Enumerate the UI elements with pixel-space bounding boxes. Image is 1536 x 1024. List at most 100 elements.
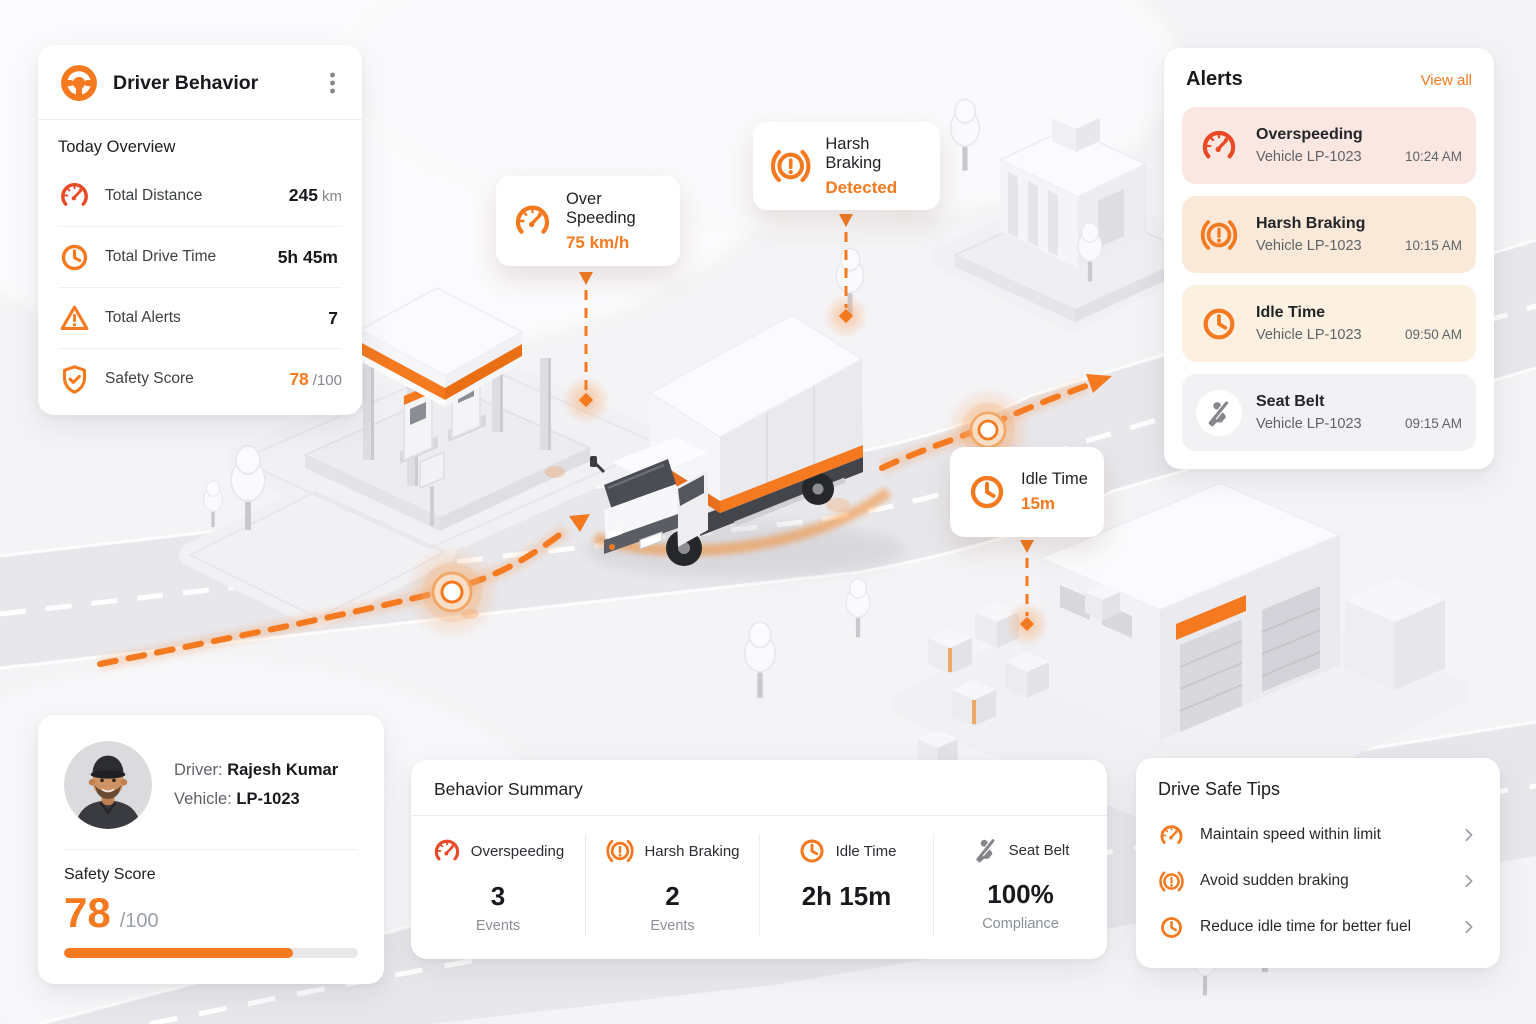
summary-label: Overspeeding xyxy=(470,842,565,860)
stat-row-safety-score: Safety Score 78/100 xyxy=(58,348,342,409)
drive-safe-tips-card: Drive Safe Tips Maintain speed within li… xyxy=(1136,758,1500,968)
clock-icon xyxy=(1199,304,1239,344)
summary-sub: Events xyxy=(475,918,521,934)
brake-warning-icon xyxy=(605,836,635,866)
summary-value: 3 xyxy=(490,881,506,911)
brake-warning-icon xyxy=(1158,868,1185,895)
warning-triangle-icon xyxy=(58,302,91,335)
alert-item-overspeeding[interactable]: Overspeeding Vehicle LP-1023 10:24 AM xyxy=(1182,107,1476,184)
alert-text: Seat Belt Vehicle LP-1023 09:15 AM xyxy=(1256,393,1462,432)
alert-time: 10:24 AM xyxy=(1404,149,1462,164)
stat-label: Safety Score xyxy=(105,370,194,387)
speedometer-icon xyxy=(58,179,91,212)
alert-vehicle: Vehicle LP-1023 xyxy=(1256,327,1362,343)
alert-time: 09:50 AM xyxy=(1404,327,1462,342)
alerts-header: Alerts View all xyxy=(1182,68,1476,91)
driver-name: Rajesh Kumar xyxy=(227,761,339,779)
safety-score-label: Safety Score xyxy=(64,866,156,883)
alert-title: Idle Time xyxy=(1256,304,1326,321)
alerts-title: Alerts xyxy=(1186,68,1243,90)
alert-title: Seat Belt xyxy=(1256,393,1325,410)
speedometer-icon xyxy=(432,836,462,866)
summary-col-idle-time: Idle Time 2h 15m xyxy=(759,834,933,937)
overspeeding-callout: Over Speeding 75 km/h xyxy=(496,176,680,266)
alert-item-harsh-braking[interactable]: Harsh Braking Vehicle LP-1023 10:15 AM xyxy=(1182,196,1476,273)
driver-card: Driver: Rajesh Kumar Vehicle: LP-1023 Sa… xyxy=(38,715,384,984)
driver-info: Driver: Rajesh Kumar Vehicle: LP-1023 xyxy=(64,741,358,829)
alert-time: 10:15 AM xyxy=(1404,238,1462,253)
alert-icon-wrap xyxy=(1196,389,1242,436)
summary-value: 2 xyxy=(665,881,680,911)
alert-text: Idle Time Vehicle LP-1023 09:50 AM xyxy=(1256,304,1462,343)
callout-title: Over Speeding xyxy=(565,189,636,227)
vehicle-id: LP-1023 xyxy=(236,790,300,808)
stat-label: Total Distance xyxy=(105,186,203,204)
stat-row-total-drive-time: Total Drive Time 5h 45m xyxy=(58,226,342,287)
stat-row-total-alerts: Total Alerts 7 xyxy=(58,287,342,348)
stat-value: 7 xyxy=(328,307,338,328)
speedometer-icon xyxy=(1158,822,1185,849)
callout-value: 15m xyxy=(1021,494,1056,513)
tip-label: Maintain speed within limit xyxy=(1200,826,1381,843)
summary-title: Behavior Summary xyxy=(434,779,583,799)
driver-name-line: Driver: Rajesh Kumar xyxy=(174,761,339,779)
stat-label: Total Alerts xyxy=(105,309,181,326)
summary-grid: Overspeeding 3 Events Harsh Braking 2 Ev… xyxy=(411,834,1107,937)
section-title: Today Overview xyxy=(58,138,176,156)
road-sign xyxy=(419,450,445,526)
seat-belt-icon xyxy=(972,836,1000,864)
divider xyxy=(38,119,362,120)
alerts-panel: Alerts View all Overspeeding Vehicle LP-… xyxy=(1164,48,1494,469)
speedometer-icon xyxy=(1199,126,1239,166)
clock-icon xyxy=(58,241,91,274)
alert-title: Harsh Braking xyxy=(1256,215,1366,232)
tip-label: Reduce idle time for better fuel xyxy=(1200,918,1412,935)
clock-icon xyxy=(797,836,827,866)
shield-check-icon xyxy=(58,363,91,396)
safety-score-progress xyxy=(64,948,358,958)
divider xyxy=(411,815,1107,816)
alert-vehicle: Vehicle LP-1023 xyxy=(1256,416,1362,432)
callout-text: Harsh Braking Detected xyxy=(825,135,924,198)
office-building xyxy=(954,107,1196,322)
summary-value: 100% xyxy=(987,879,1054,909)
tip-row-avoid-braking[interactable]: Avoid sudden braking xyxy=(1158,858,1478,904)
tip-row-maintain-speed[interactable]: Maintain speed within limit xyxy=(1158,812,1478,858)
kebab-menu-icon[interactable] xyxy=(320,71,344,95)
summary-label: Seat Belt xyxy=(1008,841,1070,859)
safety-score-max: /100 xyxy=(119,910,159,932)
safety-score-progress-fill xyxy=(64,948,294,958)
divider xyxy=(64,849,358,850)
brake-warning-icon xyxy=(769,143,812,189)
callout-value: Detected xyxy=(825,177,898,197)
view-all-link[interactable]: View all xyxy=(1420,72,1472,89)
warehouse xyxy=(1037,481,1445,740)
steering-wheel-icon xyxy=(58,62,100,104)
alert-item-idle-time[interactable]: Idle Time Vehicle LP-1023 09:50 AM xyxy=(1182,285,1476,362)
tip-row-reduce-idle[interactable]: Reduce idle time for better fuel xyxy=(1158,904,1478,950)
vehicle-line: Vehicle: LP-1023 xyxy=(174,790,300,808)
alert-item-seat-belt[interactable]: Seat Belt Vehicle LP-1023 09:15 AM xyxy=(1182,374,1476,451)
summary-label: Harsh Braking xyxy=(644,842,740,860)
summary-value: 2h 15m xyxy=(801,881,892,911)
chevron-right-icon xyxy=(1460,826,1478,844)
stat-value: 5h 45m xyxy=(277,246,338,267)
callout-value: 75 km/h xyxy=(565,232,630,252)
callout-title: Idle Time xyxy=(1021,470,1088,488)
alert-icon-wrap xyxy=(1196,301,1242,347)
cargo-boxes xyxy=(918,584,1121,772)
tips-title: Drive Safe Tips xyxy=(1158,779,1281,799)
driver-behavior-card: Driver Behavior Today Overview Total Dis… xyxy=(38,45,362,415)
summary-sub: Events xyxy=(650,918,695,934)
route-path xyxy=(97,374,1112,671)
brake-warning-icon xyxy=(1199,215,1239,255)
callout-text: Over Speeding 75 km/h xyxy=(566,190,664,253)
alert-time: 09:15 AM xyxy=(1404,416,1462,431)
driver-behavior-header: Driver Behavior xyxy=(38,45,362,119)
stat-label: Total Drive Time xyxy=(105,248,217,265)
callout-text: Idle Time 15m xyxy=(1021,470,1088,514)
gas-station xyxy=(304,286,591,531)
alert-icon-wrap xyxy=(1196,123,1242,169)
